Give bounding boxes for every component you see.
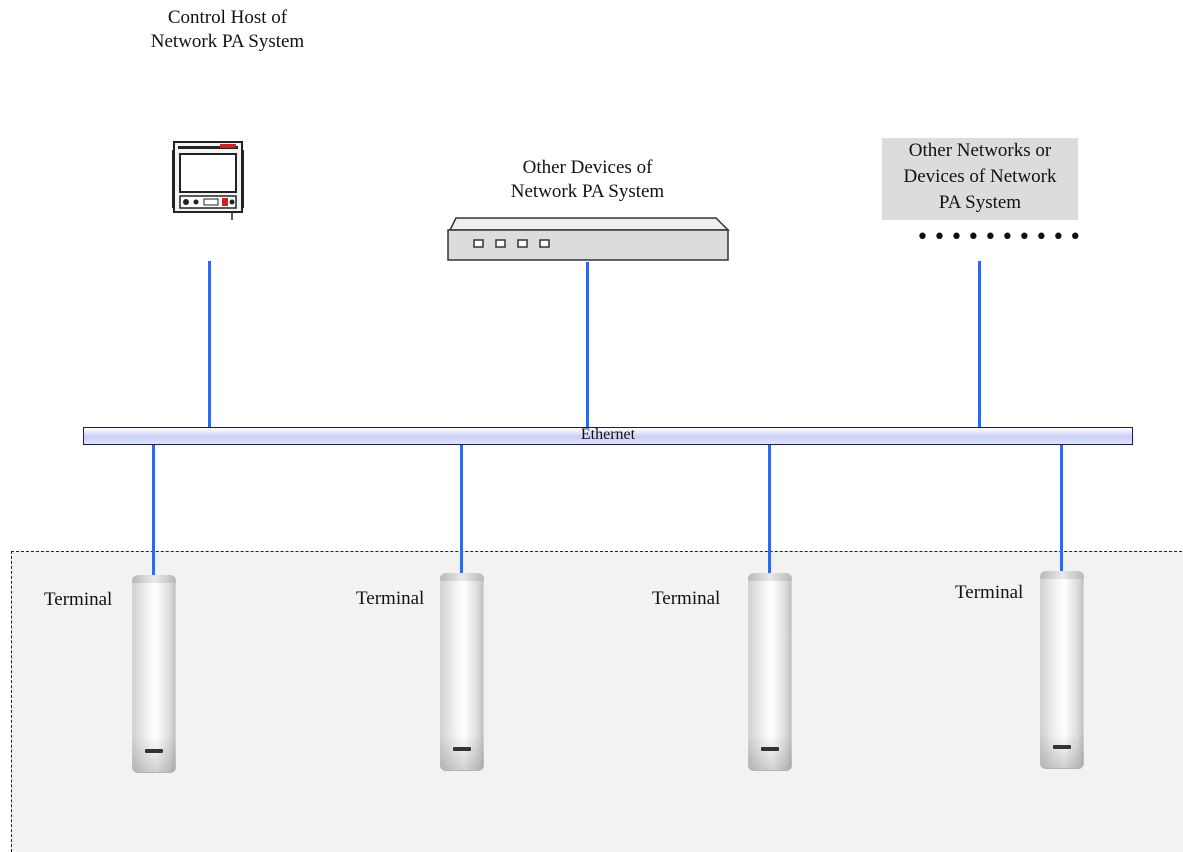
ethernet-label: Ethernet bbox=[580, 426, 636, 443]
network-link-line bbox=[978, 261, 981, 427]
terminal-link-line-1 bbox=[152, 445, 155, 577]
terminal-label-3: Terminal bbox=[652, 588, 721, 609]
other-networks-label: Other Networks or Devices of Network PA … bbox=[882, 138, 1078, 220]
ethernet-bus: Ethernet bbox=[83, 426, 1133, 445]
column-speaker-icon bbox=[440, 573, 484, 771]
host-link-line bbox=[208, 261, 211, 427]
terminal-link-line-4 bbox=[1060, 445, 1063, 571]
ellipsis-dots: •••••••••• bbox=[916, 225, 1086, 250]
column-speaker-icon bbox=[132, 575, 176, 773]
device-link-line bbox=[586, 262, 589, 427]
terminal-link-line-2 bbox=[460, 445, 463, 575]
control-host-rack-icon bbox=[172, 141, 244, 220]
column-speaker-icon bbox=[1040, 571, 1084, 769]
terminal-zone bbox=[11, 551, 1183, 852]
network-switch-icon bbox=[447, 217, 730, 261]
terminal-link-line-3 bbox=[768, 445, 771, 575]
other-devices-label: Other Devices of Network PA System bbox=[510, 157, 665, 202]
control-host-label: Control Host of Network PA System bbox=[150, 7, 305, 52]
terminal-label-2: Terminal bbox=[356, 588, 425, 609]
terminal-label-4: Terminal bbox=[955, 582, 1024, 603]
terminal-label-1: Terminal bbox=[44, 589, 113, 610]
column-speaker-icon bbox=[748, 573, 792, 771]
